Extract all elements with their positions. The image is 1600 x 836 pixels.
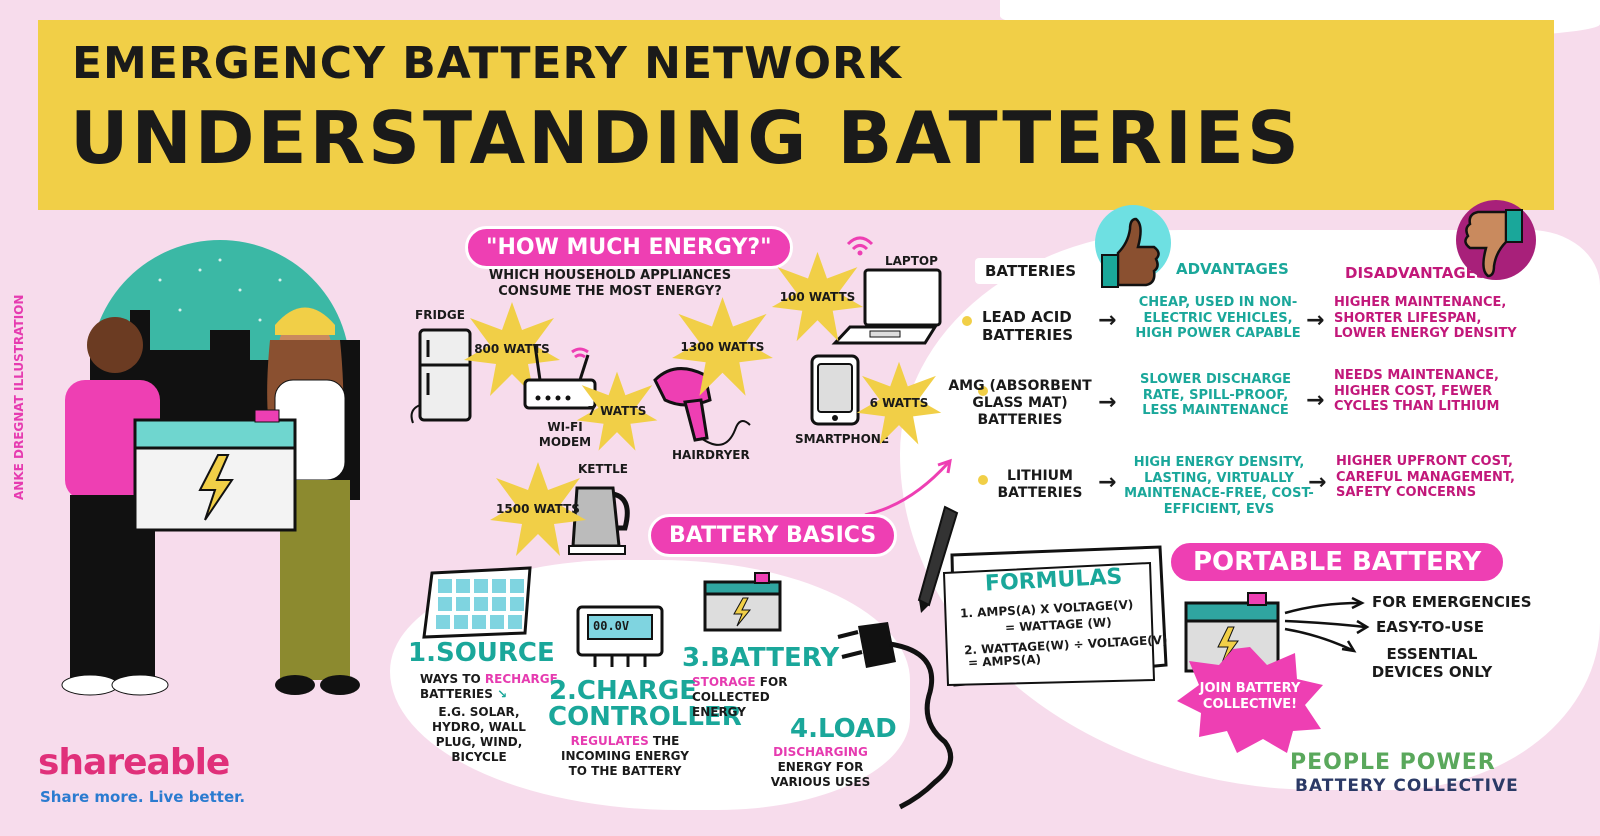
step-controller-title: 2.CHARGE CONTROLLER [548, 676, 742, 732]
hairdryer-watts-badge: 1300 WATTS [670, 295, 775, 400]
shareable-tagline: Share more. Live better. [40, 788, 246, 806]
step-load-text: DISCHARGING ENERGY FOR VARIOUS USES [770, 745, 871, 789]
join-collective-text: JOIN BATTERY COLLECTIVE! [1199, 681, 1301, 712]
battery-basics-heading: BATTERY BASICS [648, 514, 898, 557]
col-batteries-header: BATTERIES [975, 258, 1087, 284]
arrow-right-icon: → [1098, 308, 1117, 333]
page-title: UNDERSTANDING BATTERIES [70, 96, 1302, 180]
laptop-icon [831, 268, 942, 345]
step-load-title: 4.LOAD [790, 714, 897, 744]
energy-question: WHICH HOUSEHOLD APPLIANCES CONSUME THE M… [488, 268, 732, 300]
hairdryer-label: HAIRDRYER [672, 448, 750, 462]
thumbs-up-icon [1095, 205, 1171, 288]
arrow-right-icon: → [1308, 470, 1327, 495]
pink-arrow-icon [864, 458, 952, 517]
wifi-modem-watts-badge: 7 WATTS [575, 370, 659, 454]
battery-type-lead-acid: LEAD ACID BATTERIES [982, 308, 1074, 344]
row-bullet [978, 386, 988, 396]
fridge-watts: 800 WATTS [474, 342, 550, 357]
join-collective-badge[interactable]: JOIN BATTERY COLLECTIVE! [1175, 645, 1325, 755]
smartphone-watts: 6 WATTS [869, 396, 929, 411]
partner-name-line-1: PEOPLE POWER [1290, 750, 1496, 775]
laptop-label: LAPTOP [885, 254, 938, 268]
lead-acid-advantages: CHEAP, USED IN NON-ELECTRIC VEHICLES, HI… [1135, 295, 1301, 342]
kettle-icon [568, 486, 630, 555]
col-advantages-header: ADVANTAGES [1166, 256, 1299, 282]
energy-heading: "HOW MUCH ENERGY?" [465, 226, 793, 269]
fridge-icon [410, 328, 472, 424]
kettle-watts: 1500 WATTS [496, 502, 580, 517]
people-carrying-battery-illustration [61, 240, 360, 696]
header-banner [38, 20, 1554, 210]
partner-name-line-2: BATTERY COLLECTIVE [1295, 776, 1519, 796]
thumbs-down-icon [1456, 200, 1536, 280]
lead-acid-disadvantages: HIGHER MAINTENANCE, SHORTER LIFESPAN, LO… [1334, 295, 1517, 342]
portable-use-2: EASY-TO-USE [1376, 618, 1485, 636]
wifi-modem-icon [523, 344, 597, 410]
charge-controller-icon [576, 605, 664, 667]
charge-controller-display: 00.0V [593, 619, 630, 633]
hairdryer-icon [653, 367, 751, 446]
fridge-watts-badge: 800 WATTS [462, 300, 562, 400]
curved-arrow-icon [641, 578, 693, 599]
curved-arrow-icon [532, 567, 583, 583]
lithium-disadvantages: HIGHER UPFRONT COST, CAREFUL MANAGEMENT,… [1336, 454, 1515, 501]
solar-panel-icon [422, 566, 532, 639]
lithium-advantages: HIGH ENERGY DENSITY, LASTING, VIRTUALLY … [1124, 455, 1314, 517]
arrow-right-icon: → [1306, 308, 1325, 333]
shareable-logo[interactable]: SHAREABLE [38, 742, 230, 783]
hairdryer-watts: 1300 WATTS [680, 339, 765, 354]
pencil-icon [917, 505, 959, 613]
row-bullet [962, 316, 972, 326]
arrow-right-icon: → [1098, 390, 1117, 415]
fridge-label: FRIDGE [415, 308, 465, 322]
amg-disadvantages: NEEDS MAINTENANCE, HIGHER COST, FEWER CY… [1334, 368, 1500, 415]
portable-arrows [1284, 596, 1370, 653]
portable-battery-heading: PORTABLE BATTERY [1168, 540, 1507, 584]
col-disadvantages-header: DISADVANTAGES [1335, 260, 1497, 286]
step-controller-text: REGULATES THE INCOMING ENERGY TO THE BAT… [561, 734, 689, 778]
step-source-title: 1.SOURCE [408, 638, 555, 668]
kettle-label: KETTLE [578, 462, 628, 476]
formula-paper [942, 545, 1168, 687]
battery-type-lithium: LITHIUM BATTERIES [997, 468, 1083, 501]
battery-icon [703, 572, 782, 632]
smartphone-icon [810, 354, 860, 426]
kettle-watts-badge: 1500 WATTS [488, 460, 588, 560]
smartphone-label: SMARTPHONE [795, 432, 890, 446]
plug-icon [837, 622, 954, 810]
step-battery-text: STORAGE FOR COLLECTED ENERGY [692, 675, 788, 719]
arrow-right-icon: → [1098, 470, 1117, 495]
wifi-modem-label: WI-FI MODEM [538, 420, 592, 449]
row-bullet [978, 475, 988, 485]
laptop-watts: 100 WATTS [779, 289, 856, 304]
portable-use-3: ESSENTIAL DEVICES ONLY [1371, 645, 1493, 681]
wifi-modem-watts: 7 WATTS [587, 404, 647, 419]
curved-arrow-icon [792, 585, 846, 615]
step-source-examples: E.G. SOLAR, HYDRO, WALL PLUG, WIND, BICY… [432, 705, 526, 764]
laptop-watts-badge: 100 WATTS [770, 250, 865, 345]
amg-advantages: SLOWER DISCHARGE RATE, SPILL-PROOF, LESS… [1139, 372, 1292, 419]
illustrator-credit: ANKE DREGNAT ILLUSTRATION [12, 294, 26, 500]
arrow-right-icon: → [1306, 388, 1325, 413]
step-battery-title: 3.BATTERY [682, 643, 840, 673]
battery-type-amg: AMG (ABSORBENT GLASS MAT) BATTERIES [948, 378, 1092, 428]
smartphone-watts-badge: 6 WATTS [855, 360, 943, 448]
step-source-text: WAYS TO RECHARGE BATTERIES ↘ [420, 672, 558, 701]
wifi-icon [846, 236, 874, 256]
portable-use-1: FOR EMERGENCIES [1372, 593, 1532, 611]
down-arrow-icon: ↘ [497, 687, 508, 701]
header-subtitle: EMERGENCY BATTERY NETWORK [72, 38, 902, 89]
